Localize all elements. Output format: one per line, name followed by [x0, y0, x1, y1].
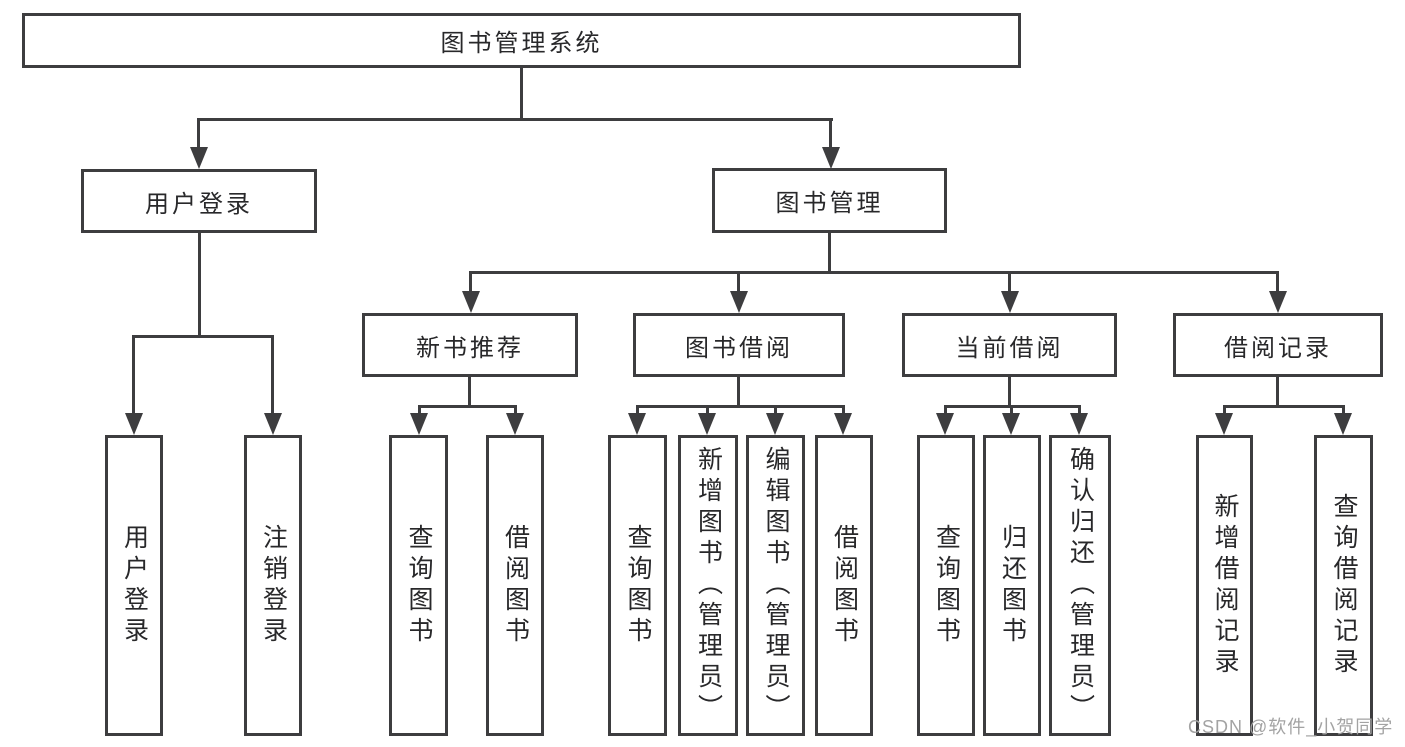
node-current-borrow-label: 当前借阅 [955, 334, 1064, 362]
node-book-mgmt: 图书管理 [712, 168, 947, 233]
arrowhead-down-icon [698, 413, 716, 435]
connector-sec3-stem [1276, 375, 1279, 406]
connector-userlogin-arm-1 [271, 335, 274, 415]
node-user-login-label: 用户登录 [145, 190, 253, 218]
connector-sec1-stem [737, 375, 740, 406]
connector-sec0-arm-0 [418, 405, 421, 415]
connector-root-stem [520, 66, 523, 121]
leaf-current-query-books: 查询图书 [917, 435, 975, 736]
connector-userlogin-split [132, 335, 274, 338]
node-borrow-records-label: 借阅记录 [1224, 334, 1332, 362]
leaf-borrow-add-books: 新增图书（管理员） [678, 435, 738, 736]
arrowhead-down-icon [936, 413, 954, 435]
leaf-current-confirm-return: 确认归还（管理员） [1049, 435, 1111, 736]
node-book-borrow: 图书借阅 [633, 313, 845, 377]
node-new-book-recommend: 新书推荐 [362, 313, 578, 377]
arrowhead-down-icon [1070, 413, 1088, 435]
arrowhead-down-icon [190, 147, 208, 169]
arrowhead-down-icon [730, 291, 748, 313]
connector-bookmgmt-arm-0 [469, 271, 472, 293]
connector-userlogin-arm-0 [132, 335, 135, 415]
connector-sec0-arm-1 [514, 405, 517, 415]
connector-sec0-split [418, 405, 517, 408]
connector-sec1-arm-2 [774, 405, 777, 415]
connector-root-arm-left [197, 118, 200, 149]
arrowhead-down-icon [1269, 291, 1287, 313]
arrowhead-down-icon [1334, 413, 1352, 435]
connector-sec2-arm-1 [1010, 405, 1013, 415]
connector-sec1-arm-1 [706, 405, 709, 415]
arrowhead-down-icon [834, 413, 852, 435]
connector-bookmgmt-split [469, 271, 1279, 274]
connector-sec0-stem [468, 375, 471, 406]
connector-sec3-arm-1 [1342, 405, 1345, 415]
arrowhead-down-icon [264, 413, 282, 435]
node-root-label: 图书管理系统 [440, 30, 603, 57]
connector-sec1-arm-3 [842, 405, 845, 415]
connector-sec2-arm-0 [944, 405, 947, 415]
connector-bookmgmt-stem [828, 231, 831, 272]
connector-sec1-arm-0 [636, 405, 639, 415]
leaf-logout: 注销登录 [244, 435, 302, 736]
arrowhead-down-icon [628, 413, 646, 435]
connector-sec1-split [636, 405, 845, 408]
leaf-records-add-record: 新增借阅记录 [1196, 435, 1253, 736]
csdn-watermark: CSDN @软件_小贺同学 [1188, 717, 1394, 737]
arrowhead-down-icon [125, 413, 143, 435]
connector-root-split [197, 118, 833, 121]
node-user-login: 用户登录 [81, 169, 317, 233]
connector-userlogin-stem [198, 231, 201, 336]
connector-root-arm-right [829, 118, 832, 149]
leaf-borrow-borrow-books: 借阅图书 [815, 435, 873, 736]
connector-bookmgmt-arm-1 [737, 271, 740, 293]
arrowhead-down-icon [1215, 413, 1233, 435]
leaf-borrow-query-books: 查询图书 [608, 435, 667, 736]
leaf-user-login: 用户登录 [105, 435, 163, 736]
leaf-rec-borrow-books: 借阅图书 [486, 435, 544, 736]
connector-bookmgmt-arm-3 [1276, 271, 1279, 293]
connector-bookmgmt-arm-2 [1008, 271, 1011, 293]
connector-sec3-arm-0 [1223, 405, 1226, 415]
connector-sec3-split [1223, 405, 1345, 408]
node-current-borrow: 当前借阅 [902, 313, 1117, 377]
arrowhead-down-icon [1001, 291, 1019, 313]
leaf-current-return-books: 归还图书 [983, 435, 1041, 736]
arrowhead-down-icon [766, 413, 784, 435]
node-root: 图书管理系统 [22, 13, 1021, 68]
arrowhead-down-icon [462, 291, 480, 313]
node-book-mgmt-label: 图书管理 [775, 190, 884, 217]
arrowhead-down-icon [822, 147, 840, 169]
connector-sec2-arm-2 [1078, 405, 1081, 415]
node-new-book-recommend-label: 新书推荐 [416, 334, 524, 362]
leaf-rec-query-books: 查询图书 [389, 435, 448, 736]
arrowhead-down-icon [410, 413, 428, 435]
connector-sec2-stem [1008, 375, 1011, 406]
leaf-records-query-record: 查询借阅记录 [1314, 435, 1373, 736]
arrowhead-down-icon [1002, 413, 1020, 435]
leaf-borrow-edit-books: 编辑图书（管理员） [746, 435, 805, 736]
node-book-borrow-label: 图书借阅 [685, 334, 793, 362]
node-borrow-records: 借阅记录 [1173, 313, 1383, 377]
arrowhead-down-icon [506, 413, 524, 435]
